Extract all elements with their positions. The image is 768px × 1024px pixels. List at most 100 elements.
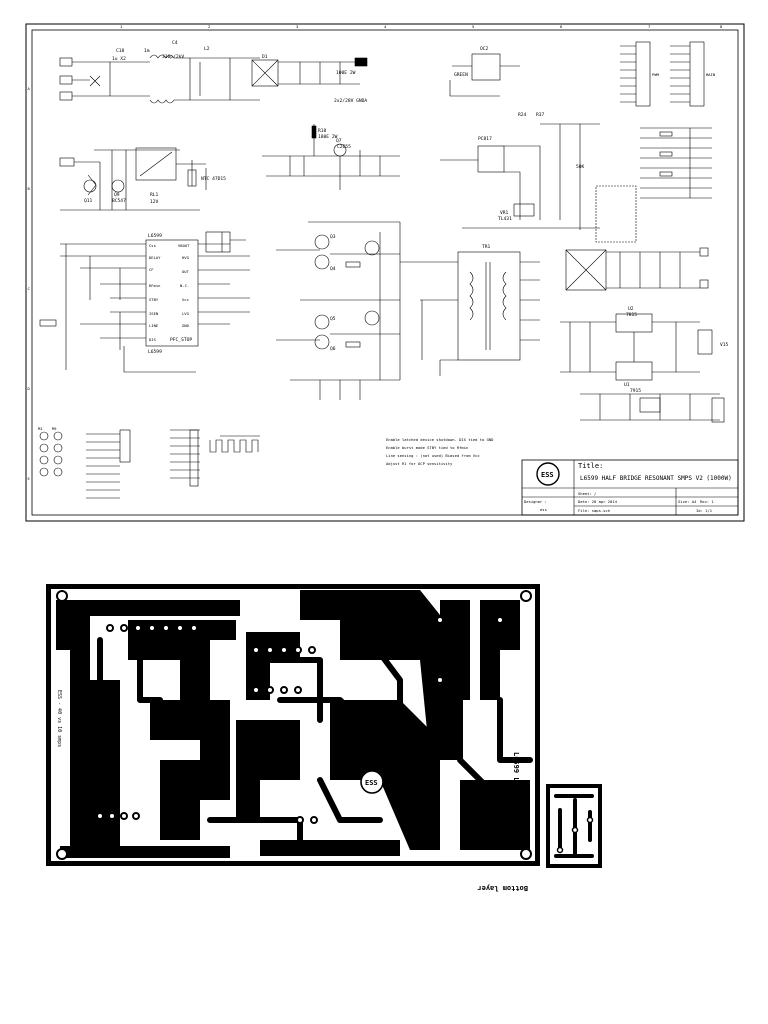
label-rl1-value: 12V bbox=[150, 199, 159, 205]
pin-nc: N.C. bbox=[180, 283, 189, 288]
pcb-layer-caption: Bottom layer bbox=[477, 884, 528, 892]
label-c2655: C2655 bbox=[337, 144, 351, 150]
label-u1: U1 bbox=[624, 382, 630, 388]
label-c22-value: 2x2/28V GNDA bbox=[334, 98, 367, 104]
pin-rfmin: RFmin bbox=[149, 283, 160, 288]
pcb-bottom-layer: ESS L6599 LLC RESONANT SMPS ESS - 40 vs … bbox=[46, 584, 602, 892]
drawing-title: L6599 HALF BRIDGE RESONANT SMPS V2 (1000… bbox=[580, 475, 732, 482]
pcb-logo-text: ESS bbox=[365, 779, 378, 787]
label-l1: 1m bbox=[144, 48, 150, 54]
pin-delay: DELAY bbox=[149, 255, 161, 260]
label-r100: 100E 2W bbox=[336, 70, 356, 76]
label-pc817: PC817 bbox=[478, 136, 492, 142]
note-4: Adjust R1 for OCP sensitivity bbox=[386, 461, 453, 466]
label-50k: 50K bbox=[576, 164, 585, 170]
note-2: Enable burst mode STBY tied to Rfmin bbox=[386, 445, 468, 450]
label-tr1: TR1 bbox=[482, 244, 491, 250]
label-v15: V15 bbox=[720, 342, 729, 348]
label-u1-value: 7915 bbox=[630, 388, 641, 394]
half-bridge-drivers bbox=[276, 221, 401, 400]
pcb-traces bbox=[97, 637, 533, 853]
border-row-e: E bbox=[28, 476, 31, 481]
label-r18: R18 bbox=[318, 128, 327, 134]
border-col-3: 3 bbox=[296, 24, 298, 29]
pcb-ess-logo bbox=[360, 770, 384, 794]
label-q9: Q9 bbox=[114, 192, 120, 198]
pin-cf: CF bbox=[149, 267, 154, 272]
label-q11: Q11 bbox=[84, 198, 93, 204]
border-col-2: 2 bbox=[208, 24, 210, 29]
label-u2-value: 7815 bbox=[626, 312, 637, 318]
pin-vboot: VBOOT bbox=[178, 243, 190, 248]
schematic-outer-border bbox=[25, 23, 745, 522]
label-ntc: NTC 47D15 bbox=[201, 176, 226, 182]
label-ic1-l6599: L6599 bbox=[148, 233, 162, 239]
output-rectifier-filter bbox=[565, 247, 709, 291]
border-row-d: D bbox=[28, 386, 31, 391]
schematic-notes: Enable latched device shutdown. DIS tied… bbox=[386, 437, 494, 466]
aux-supply-q7 bbox=[262, 124, 400, 190]
label-q4: Q4 bbox=[330, 266, 336, 272]
sheet-id: Id: 1/1 bbox=[696, 508, 713, 513]
pin-dis: DIS bbox=[149, 337, 157, 342]
label-r24: R24 bbox=[518, 112, 527, 118]
ess-logo: ESS bbox=[541, 471, 554, 479]
label-m1: M1 bbox=[38, 426, 43, 431]
pin-vcc: Vcc bbox=[182, 297, 189, 302]
pin-gnd: GND bbox=[182, 323, 190, 328]
label-u2: U2 bbox=[628, 306, 634, 312]
note-3: Line sensing : (not used) Biased from Vc… bbox=[386, 453, 480, 458]
schematic: 1 2 3 4 5 6 7 8 A B C D E C18 1u bbox=[25, 23, 745, 522]
border-col-6: 6 bbox=[560, 24, 563, 29]
label-q6: Q6 bbox=[330, 346, 336, 352]
designer-name: ess bbox=[540, 507, 547, 512]
label-vr1-value: TL431 bbox=[498, 216, 512, 222]
label-q7: Q7 bbox=[336, 138, 342, 144]
title-label: Title: bbox=[578, 462, 603, 470]
border-row-a: A bbox=[28, 86, 31, 91]
file-name: File: smps.sch bbox=[578, 508, 610, 513]
l6599-block bbox=[39, 231, 250, 373]
label-c4-value: 330p/2kV bbox=[162, 54, 184, 60]
label-l2: L2 bbox=[204, 46, 210, 52]
pcb-left-text: ESS - 40 vs 10 smps bbox=[56, 690, 62, 747]
border-row-c: C bbox=[28, 286, 30, 291]
optocoupler-feedback bbox=[440, 53, 637, 243]
pcb-pads bbox=[56, 590, 532, 860]
label-l6599: L6599 bbox=[148, 349, 162, 355]
border-row-labels: A B C D E bbox=[28, 86, 31, 481]
drawing-date: Date: 28 apr 2014 bbox=[578, 499, 618, 504]
label-vr1: VR1 bbox=[500, 210, 509, 216]
label-q5: Q5 bbox=[330, 316, 336, 322]
label-c4: C4 bbox=[172, 40, 178, 46]
sheet-size: Size: A4 bbox=[678, 499, 697, 504]
sheet-number: Sheet: / bbox=[578, 491, 596, 496]
pin-stby: STBY bbox=[149, 297, 159, 302]
label-d1: D1 bbox=[262, 54, 268, 60]
label-q3: Q3 bbox=[330, 234, 336, 240]
small-connectors bbox=[86, 429, 260, 499]
label-green: GREEN bbox=[454, 72, 468, 78]
designer-label: Designer : bbox=[524, 499, 547, 504]
pin-isen: ISEN bbox=[149, 311, 159, 316]
relay-ntc-block bbox=[59, 147, 207, 211]
pin-css: Css bbox=[149, 243, 156, 248]
regulators-u1-u2 bbox=[560, 313, 725, 423]
border-col-8: 8 bbox=[720, 24, 723, 29]
label-rl1: RL1 bbox=[150, 192, 159, 198]
border-col-4: 4 bbox=[384, 24, 387, 29]
l6599-pin-labels: Css DELAY CF RFmin STBY ISEN LINE DIS VB… bbox=[149, 243, 190, 342]
pin-out: OUT bbox=[182, 269, 190, 274]
pin-line: LINE bbox=[149, 323, 159, 328]
revision: Rev: 1 bbox=[700, 499, 714, 504]
label-bc547: BC547 bbox=[112, 198, 126, 204]
border-column-labels: 1 2 3 4 5 6 7 8 bbox=[120, 24, 723, 29]
border-col-1: 1 bbox=[120, 24, 123, 29]
border-col-5: 5 bbox=[472, 24, 474, 29]
label-oc2: OC2 bbox=[480, 46, 489, 52]
pwm-connector bbox=[620, 41, 705, 107]
title-block: ESS Title: L6599 HALF BRIDGE RESONANT SM… bbox=[521, 459, 739, 516]
mains-input-filter bbox=[59, 54, 368, 104]
label-r18-value: 180E 2W bbox=[318, 134, 338, 140]
